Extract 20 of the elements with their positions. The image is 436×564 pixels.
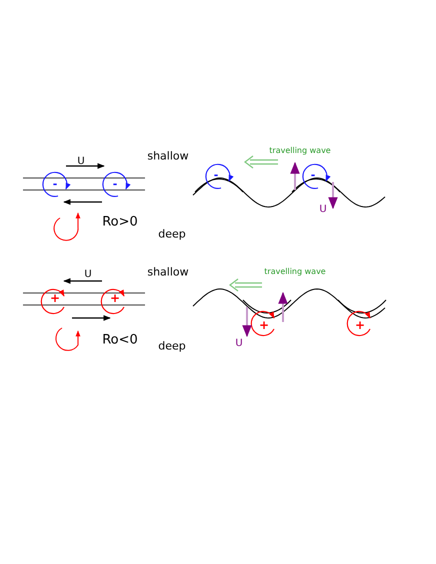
wave-label: travelling wave bbox=[269, 147, 331, 155]
layer-label: shallow bbox=[147, 266, 189, 278]
layer-label: deep bbox=[158, 340, 186, 352]
vortex-sign: + bbox=[258, 319, 270, 331]
vortex-sign: + bbox=[50, 292, 60, 304]
vortex-sign: - bbox=[112, 178, 118, 190]
rossby-label: Ro>0 bbox=[102, 216, 138, 228]
vortex-sign: + bbox=[110, 292, 120, 304]
velocity-label: U bbox=[77, 157, 85, 167]
vortex-sign: - bbox=[214, 170, 218, 180]
velocity-label: U bbox=[319, 205, 327, 215]
vortex-sign: - bbox=[310, 170, 316, 180]
wave-label: travelling wave bbox=[264, 268, 326, 276]
vortex-sign: + bbox=[354, 319, 366, 331]
layer-label: shallow bbox=[147, 150, 189, 162]
vortex-sign: - bbox=[52, 178, 58, 190]
layer-label: deep bbox=[158, 228, 186, 240]
velocity-label: U bbox=[84, 270, 92, 280]
rossby-label: Ro<0 bbox=[102, 334, 138, 346]
velocity-label: U bbox=[235, 339, 243, 349]
